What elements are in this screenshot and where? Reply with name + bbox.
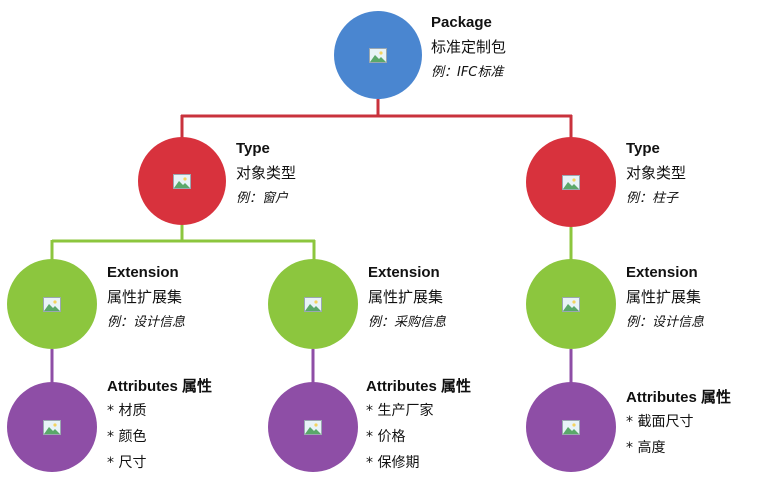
attributes-items: * 生产厂家 * 价格 * 保修期	[366, 398, 471, 476]
attribute-item: * 材质	[107, 403, 147, 419]
extension-label-3: Extension 属性扩展集 例：设计信息	[626, 262, 704, 335]
image-icon	[562, 297, 580, 312]
attributes-node-2	[268, 382, 358, 472]
extension-node-1	[7, 259, 97, 349]
extension-title: Extension	[107, 264, 179, 281]
extension-title: Extension	[626, 264, 698, 281]
extension-node-2	[268, 259, 358, 349]
image-icon	[304, 420, 322, 435]
extension-title: Extension	[368, 264, 440, 281]
extension-example: 例：设计信息	[107, 315, 186, 330]
attributes-items: * 材质 * 颜色 * 尺寸	[107, 398, 212, 476]
attributes-title: Attributes 属性	[366, 375, 471, 398]
attribute-item: * 截面尺寸	[626, 414, 694, 430]
image-icon	[173, 174, 191, 189]
image-icon	[43, 420, 61, 435]
extension-label-1: Extension 属性扩展集 例：设计信息	[107, 262, 185, 335]
attributes-label-2: Attributes 属性 * 生产厂家 * 价格 * 保修期	[366, 375, 471, 476]
type-subtitle: 对象类型	[236, 164, 297, 182]
type-node-right	[526, 137, 616, 227]
attributes-title: Attributes 属性	[107, 375, 212, 398]
attributes-node-1	[7, 382, 97, 472]
attribute-item: * 价格	[366, 429, 406, 445]
image-icon	[43, 297, 61, 312]
type-node-left	[138, 137, 226, 225]
package-subtitle: 标准定制包	[431, 38, 507, 56]
attributes-label-3: Attributes 属性 * 截面尺寸 * 高度	[626, 386, 731, 461]
type-label-right: Type 对象类型 例：柱子	[626, 138, 686, 211]
extension-label-2: Extension 属性扩展集 例：采购信息	[368, 262, 446, 335]
type-example: 例：窗户	[236, 191, 289, 206]
package-node	[334, 11, 422, 99]
package-title: Package	[431, 14, 492, 31]
package-label: Package 标准定制包 例：IFC标准	[431, 12, 506, 85]
attributes-title-cn: 属性	[182, 377, 213, 395]
attribute-item: * 颜色	[107, 429, 147, 445]
image-icon	[562, 420, 580, 435]
extension-example: 例：采购信息	[368, 315, 447, 330]
attributes-title: Attributes 属性	[626, 386, 731, 409]
attributes-title-en: Attributes	[626, 389, 697, 406]
extension-subtitle: 属性扩展集	[107, 288, 183, 306]
extension-example: 例：设计信息	[626, 315, 705, 330]
attributes-title-en: Attributes	[366, 378, 437, 395]
type-subtitle: 对象类型	[626, 164, 687, 182]
extension-subtitle: 属性扩展集	[368, 288, 444, 306]
attributes-label-1: Attributes 属性 * 材质 * 颜色 * 尺寸	[107, 375, 212, 476]
attributes-items: * 截面尺寸 * 高度	[626, 409, 731, 461]
attribute-item: * 高度	[626, 440, 666, 456]
attribute-item: * 生产厂家	[366, 403, 434, 419]
attributes-title-en: Attributes	[107, 378, 178, 395]
package-example: 例：IFC标准	[431, 65, 504, 80]
extension-node-3	[526, 259, 616, 349]
image-icon	[304, 297, 322, 312]
image-icon	[562, 175, 580, 190]
type-title: Type	[626, 140, 660, 157]
attributes-node-3	[526, 382, 616, 472]
type-label-left: Type 对象类型 例：窗户	[236, 138, 296, 211]
attribute-item: * 尺寸	[107, 455, 147, 471]
attributes-title-cn: 属性	[441, 377, 472, 395]
extension-subtitle: 属性扩展集	[626, 288, 702, 306]
type-example: 例：柱子	[626, 191, 679, 206]
attributes-title-cn: 属性	[701, 388, 732, 406]
attribute-item: * 保修期	[366, 455, 420, 471]
type-title: Type	[236, 140, 270, 157]
image-icon	[369, 48, 387, 63]
